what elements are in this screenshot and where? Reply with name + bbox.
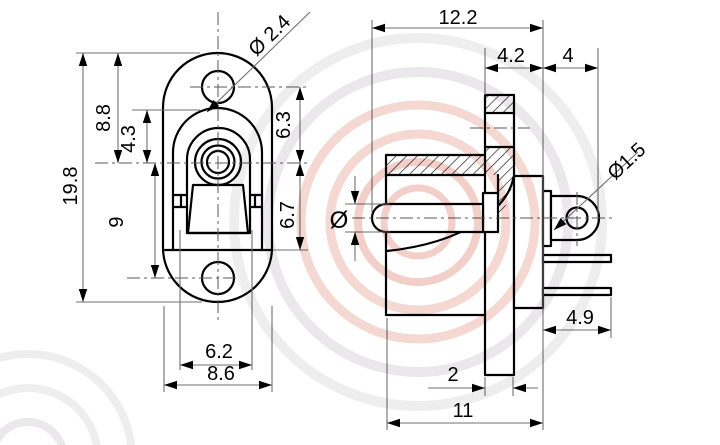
side-contact-tabs: [171, 193, 264, 209]
dim-front-total-height: 19.8: [60, 167, 82, 206]
spring-contact-outline: [186, 183, 250, 235]
dim-front-center-to-base: 6.7: [277, 201, 299, 229]
dim-side-lug-length: 4: [562, 45, 573, 67]
dim-front-mount-hole-dia: Ø 2.4: [245, 11, 295, 61]
leader-mount-hole: [206, 11, 311, 113]
dim-side-overall-depth: 12.2: [439, 7, 478, 29]
dim-front-center-to-bottom-hole: 9: [106, 216, 128, 227]
pin-base-block: [481, 191, 500, 234]
dim-front-arch-to-center: 4.3: [118, 125, 140, 153]
dim-front-top-to-center: 8.8: [93, 104, 115, 132]
dim-front-hole-to-center: 6.3: [273, 111, 295, 139]
watermark-logo: [0, 33, 607, 445]
dim-front-flange-width: 8.6: [207, 363, 235, 385]
dim-front-inner-width: 6.2: [205, 341, 233, 363]
dim-side-leg-width: 2: [447, 364, 458, 386]
